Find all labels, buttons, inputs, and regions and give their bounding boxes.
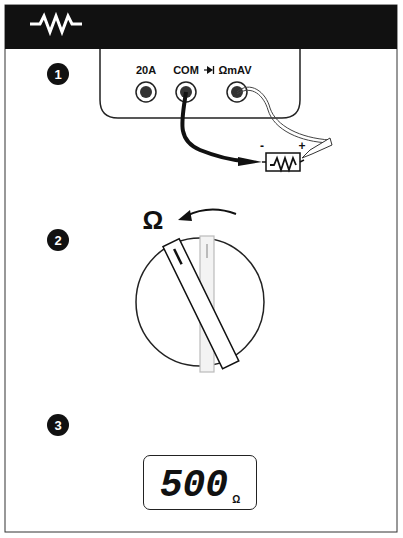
jacks (136, 82, 247, 102)
resistor-zigzag (270, 158, 296, 170)
callout-number: 1 (47, 63, 69, 85)
page-frame (5, 5, 397, 532)
resistor-lead (262, 161, 266, 163)
diode-symbol (204, 66, 214, 74)
resistor-lead (300, 160, 304, 162)
red-lead (237, 87, 330, 140)
display-reading: 500 (160, 467, 230, 509)
polarity-sign: + (298, 140, 305, 152)
turn-arrow (186, 209, 236, 216)
display-unit: Ω (230, 495, 240, 509)
black-lead (182, 92, 244, 161)
red-probe (302, 138, 332, 158)
function-symbol: Ω (143, 207, 164, 233)
jack-label: ΩmAV (218, 65, 251, 76)
polarity-sign: - (260, 140, 264, 152)
header-bar (5, 5, 397, 49)
callout-number: 2 (47, 229, 69, 251)
jack-label: 20A (136, 65, 156, 76)
dial-knob (163, 239, 239, 369)
jack-label: COM (173, 65, 199, 76)
resistor-box (266, 153, 300, 171)
red-lead-edge (237, 90, 330, 143)
lcd-display: 500Ω (143, 455, 257, 510)
arrow-head (178, 210, 192, 221)
callout-number: 3 (47, 414, 69, 436)
knob-marker-previous (206, 244, 208, 258)
black-probe (238, 157, 262, 166)
resistor-symbol (30, 16, 82, 32)
